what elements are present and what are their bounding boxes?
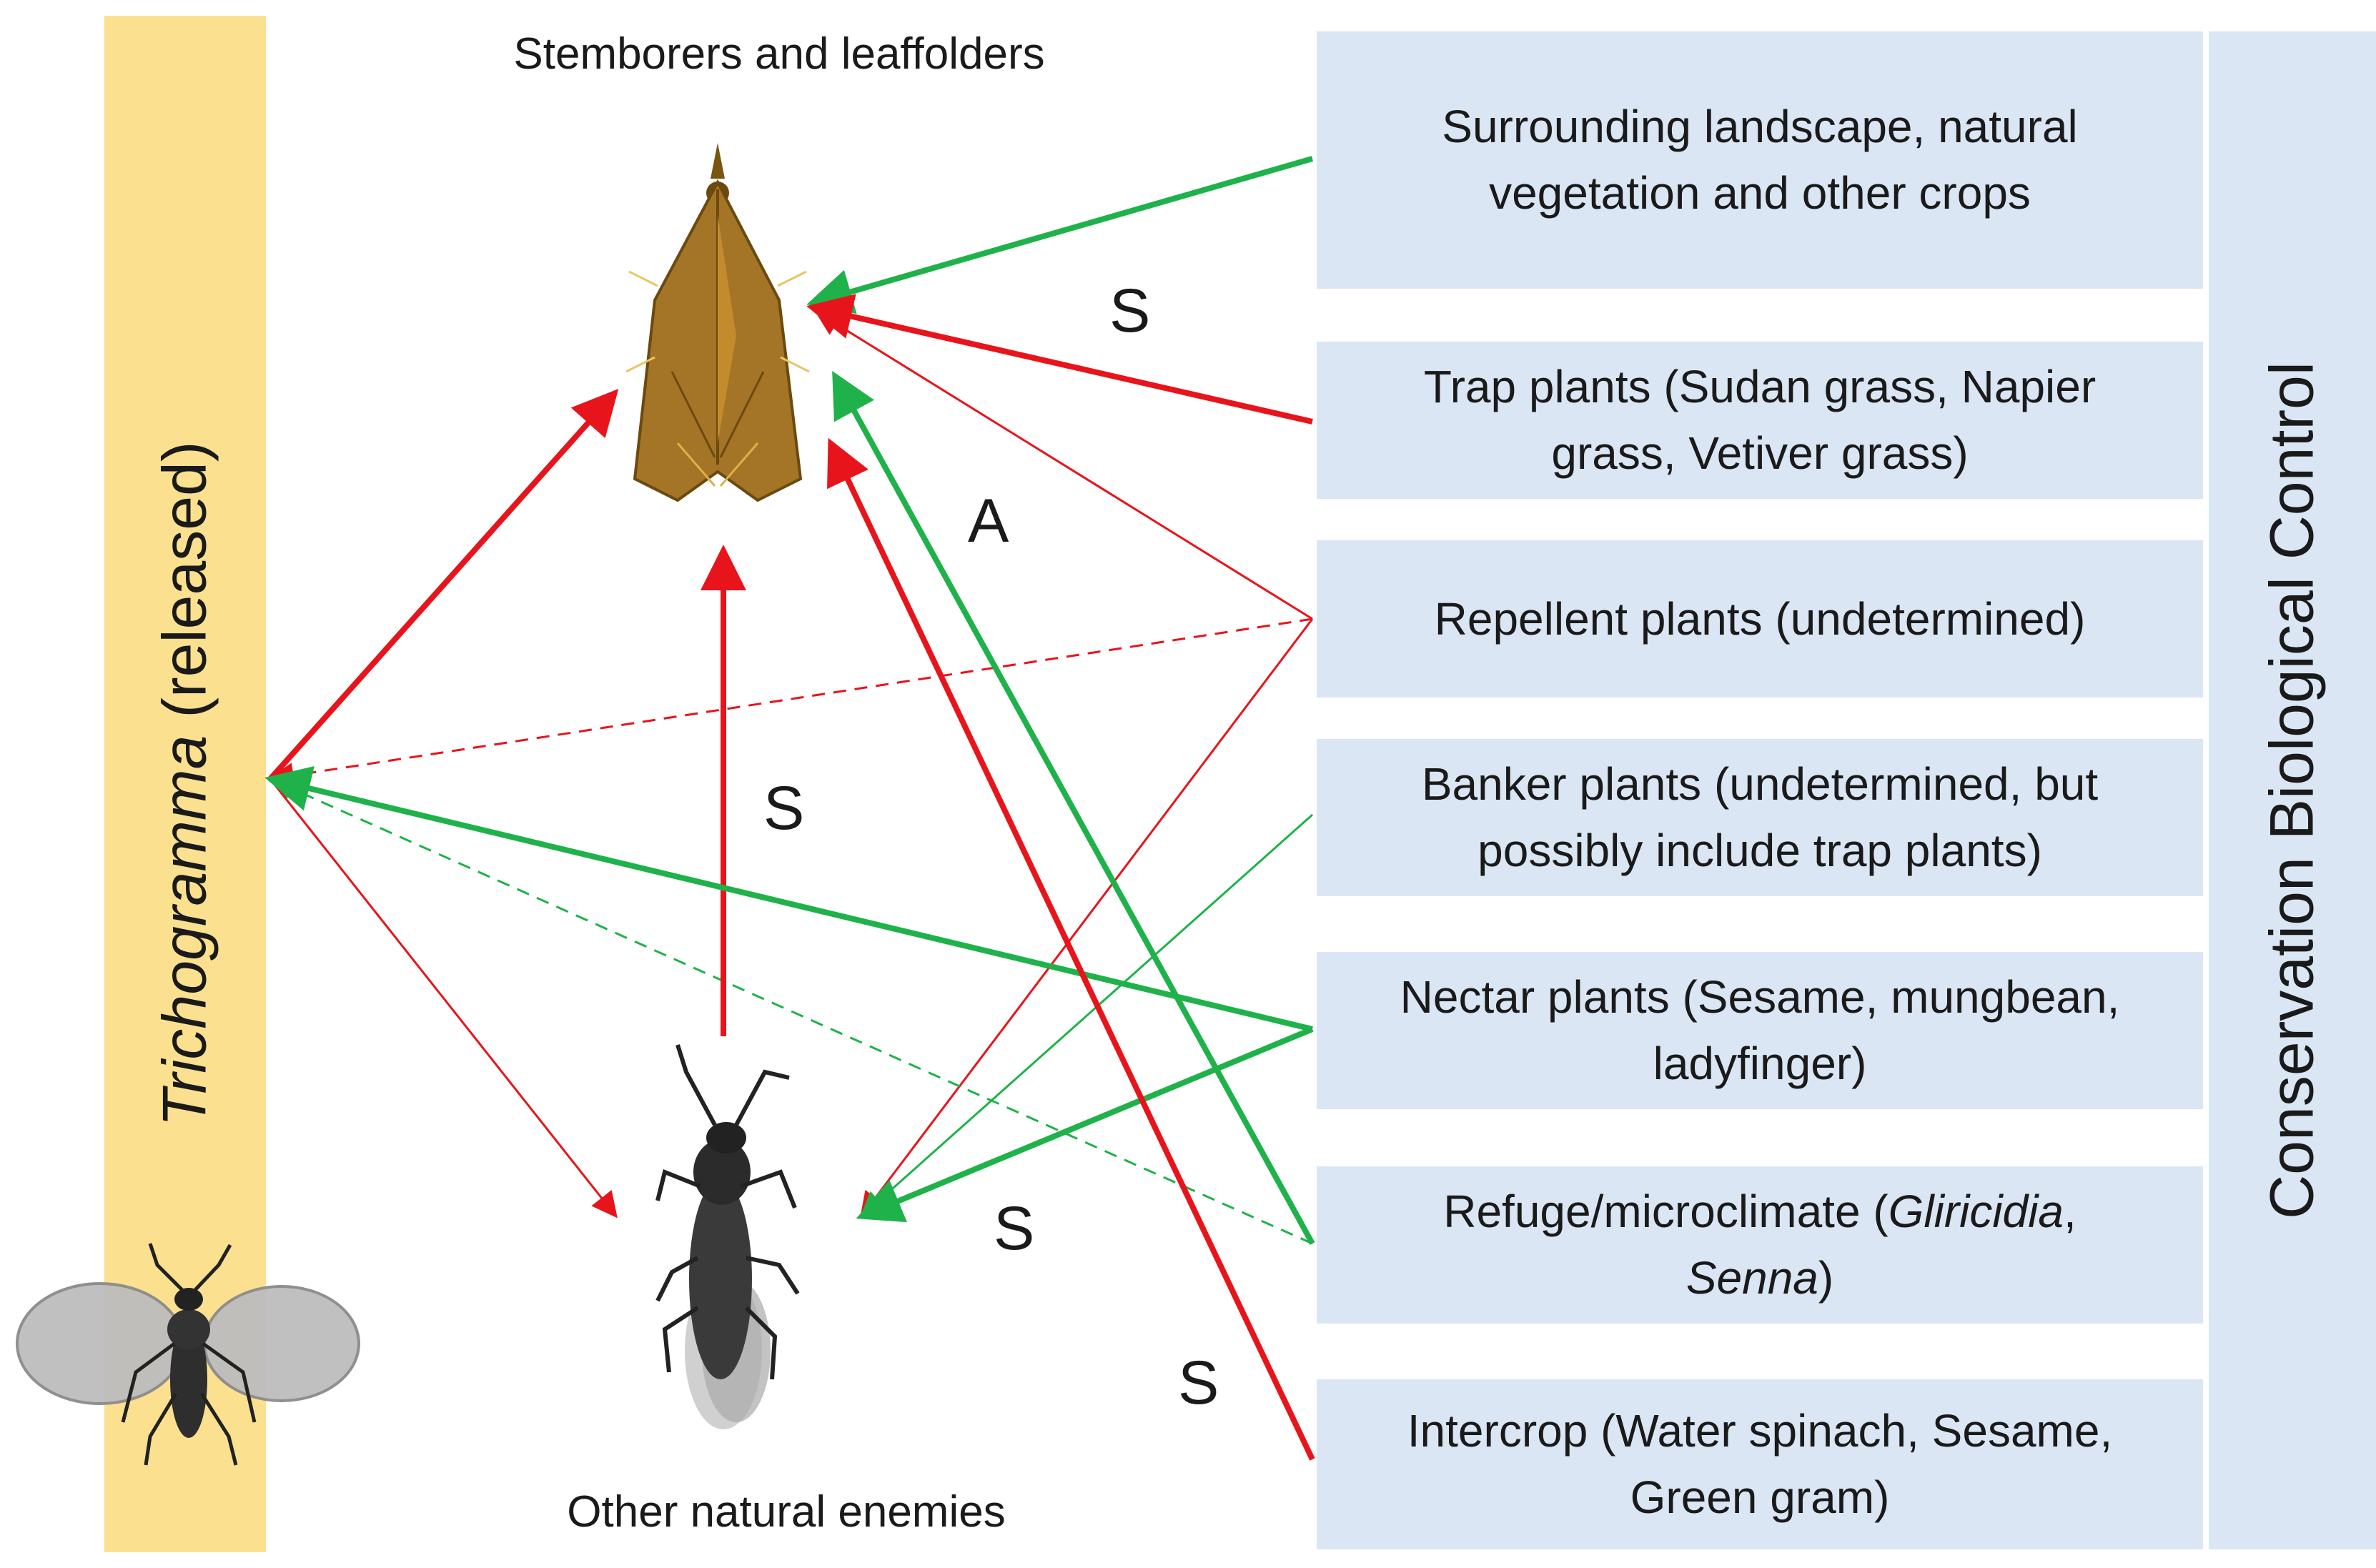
moth-icon xyxy=(625,143,810,502)
box-intercrop: Intercrop (Water spinach, Sesame,Green g… xyxy=(1317,1379,2203,1549)
enemies-label: Other natural enemies xyxy=(567,1487,1006,1537)
arrow-nectar-to-trichogramma xyxy=(264,765,1313,1032)
effect-label-trap: S xyxy=(1109,277,1151,345)
arrow-repellent-to-trichogramma xyxy=(268,617,1313,788)
arrow-intercrop-to-pest xyxy=(827,437,1315,1461)
trichogramma-icon xyxy=(16,1243,360,1466)
arrow-nectar-to-enemies xyxy=(856,1026,1314,1223)
conservation-biocontrol-bar: Conservation Biological Control xyxy=(2209,31,2376,1549)
arrow-trichogramma-to-pest xyxy=(268,389,619,781)
arrow-landscape-to-pest xyxy=(806,156,1314,314)
natural-enemy-icon xyxy=(655,1044,800,1429)
pest-label: Stemborers and leaffolders xyxy=(513,29,1045,79)
arrow-trichogramma-to-enemies xyxy=(269,778,618,1219)
effect-label-refuge: A xyxy=(968,487,1009,555)
arrow-refuge-to-pest xyxy=(832,370,1315,1245)
effect-label-intercrop: S xyxy=(1178,1349,1219,1417)
arrow-banker-to-enemies xyxy=(859,813,1313,1218)
arrow-repellent-to-enemies xyxy=(860,618,1314,1219)
arrow-trap-to-pest xyxy=(806,294,1313,425)
box-repellent-plants: Repellent plants (undetermined) xyxy=(1317,540,2203,698)
arrow-repellent-to-pest xyxy=(814,310,1313,620)
effect-label-nectar: S xyxy=(994,1194,1035,1263)
box-nectar-plants: Nectar plants (Sesame, mungbean,ladyfing… xyxy=(1317,952,2203,1109)
box-refuge: Refuge/microclimate (Gliricidia, Senna) xyxy=(1317,1166,2203,1324)
effect-label-enemies: S xyxy=(763,774,805,843)
arrow-refuge-to-trichogramma xyxy=(268,776,1313,1245)
